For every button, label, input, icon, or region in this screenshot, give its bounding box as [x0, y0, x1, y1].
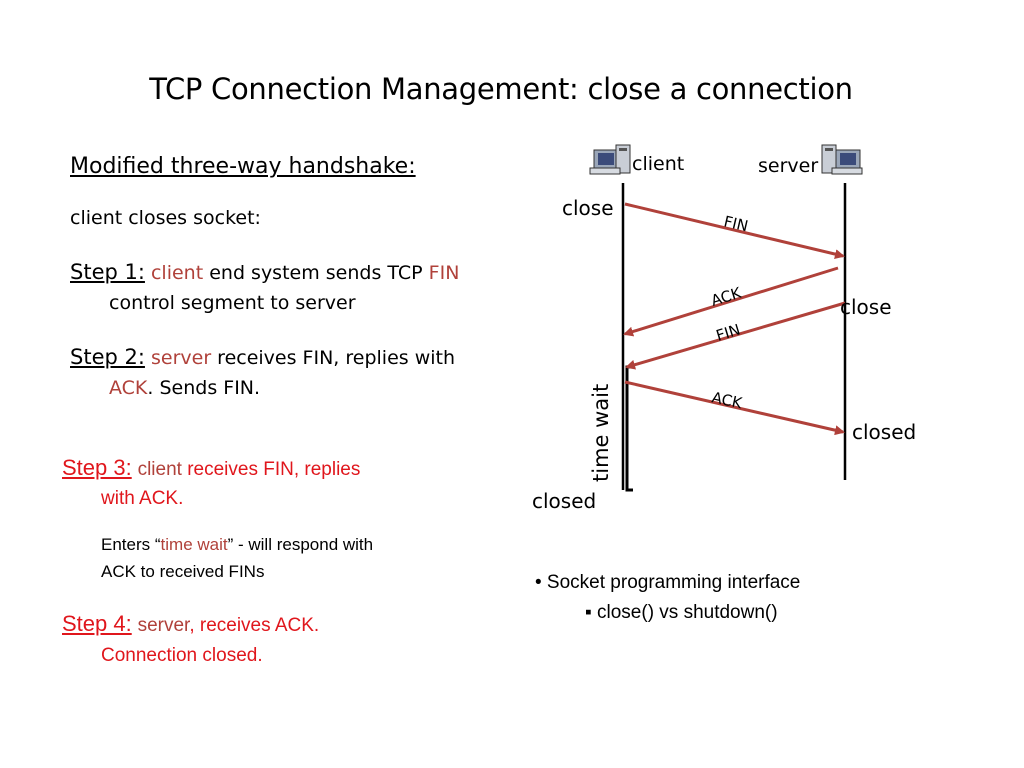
- step3-actor: client: [137, 459, 182, 480]
- server-computer-icon: [821, 144, 863, 175]
- enters-pre: Enters “: [101, 535, 161, 554]
- step4-line2: Connection closed.: [101, 645, 263, 666]
- step3-line2: with ACK.: [101, 488, 184, 509]
- step2-ack: ACK: [109, 377, 148, 399]
- client-label: client: [632, 153, 684, 175]
- enters-line2: ACK to received FINs: [101, 562, 265, 581]
- step1-fin: FIN: [428, 262, 460, 284]
- step1-text: end system sends TCP: [203, 262, 429, 284]
- slide-title: TCP Connection Management: close a conne…: [149, 72, 853, 106]
- bullet-close-vs-shutdown: ▪ close() vs shutdown(): [585, 602, 778, 623]
- ack-label-1: ACK: [709, 283, 744, 309]
- ack-label-2: ACK: [710, 388, 745, 412]
- ack-arrow-client-to-server: [624, 380, 845, 436]
- server-closed-label: closed: [852, 420, 916, 444]
- step1-actor: client: [150, 262, 204, 284]
- step2-line2: ACK. Sends FIN.: [109, 377, 260, 399]
- intro-client-closes: client closes socket:: [70, 207, 261, 229]
- fin-label-2: FIN: [714, 321, 742, 345]
- client-computer-icon: [589, 144, 631, 175]
- step3-text: receives FIN, replies: [181, 459, 361, 480]
- server-label: server: [758, 155, 818, 177]
- heading-modified-handshake: Modified three-way handshake:: [70, 154, 416, 179]
- step3-label: Step 3:: [62, 455, 132, 480]
- fin-arrow-client-to-server: [624, 202, 845, 260]
- step2-sends-fin: . Sends FIN.: [147, 377, 261, 399]
- step1-label: Step 1:: [70, 260, 145, 284]
- step4-text: , receives ACK.: [189, 615, 320, 636]
- client-close-label: close: [562, 196, 614, 220]
- fin-arrow-server-to-client: [625, 301, 846, 370]
- step4-label: Step 4:: [62, 611, 132, 636]
- time-wait-bracket: [625, 365, 633, 492]
- client-closed-label: closed: [532, 489, 596, 513]
- step2-actor: server: [150, 347, 212, 369]
- step2-label: Step 2:: [70, 345, 145, 369]
- step2-text: receives FIN, replies with: [211, 347, 456, 369]
- enters-time-wait: time wait: [160, 535, 228, 554]
- fin-label-1: FIN: [722, 212, 750, 235]
- step4-line1: Step 4: server, receives ACK.: [62, 611, 319, 637]
- enters-line1: Enters “time wait” - will respond with: [101, 535, 373, 555]
- server-close-label: close: [840, 295, 892, 319]
- ack-arrow-server-to-client: [623, 266, 839, 337]
- bullet-socket-interface: • Socket programming interface: [535, 572, 801, 593]
- step2-line1: Step 2: server receives FIN, replies wit…: [70, 345, 455, 369]
- step1-line2: control segment to server: [109, 292, 356, 314]
- step1-line1: Step 1: client end system sends TCP FIN: [70, 260, 459, 284]
- enters-post: ” - will respond with: [227, 535, 374, 554]
- time-wait-label: time wait: [589, 384, 613, 482]
- step4-actor: server: [137, 615, 190, 636]
- step3-line1: Step 3: client receives FIN, replies: [62, 455, 360, 481]
